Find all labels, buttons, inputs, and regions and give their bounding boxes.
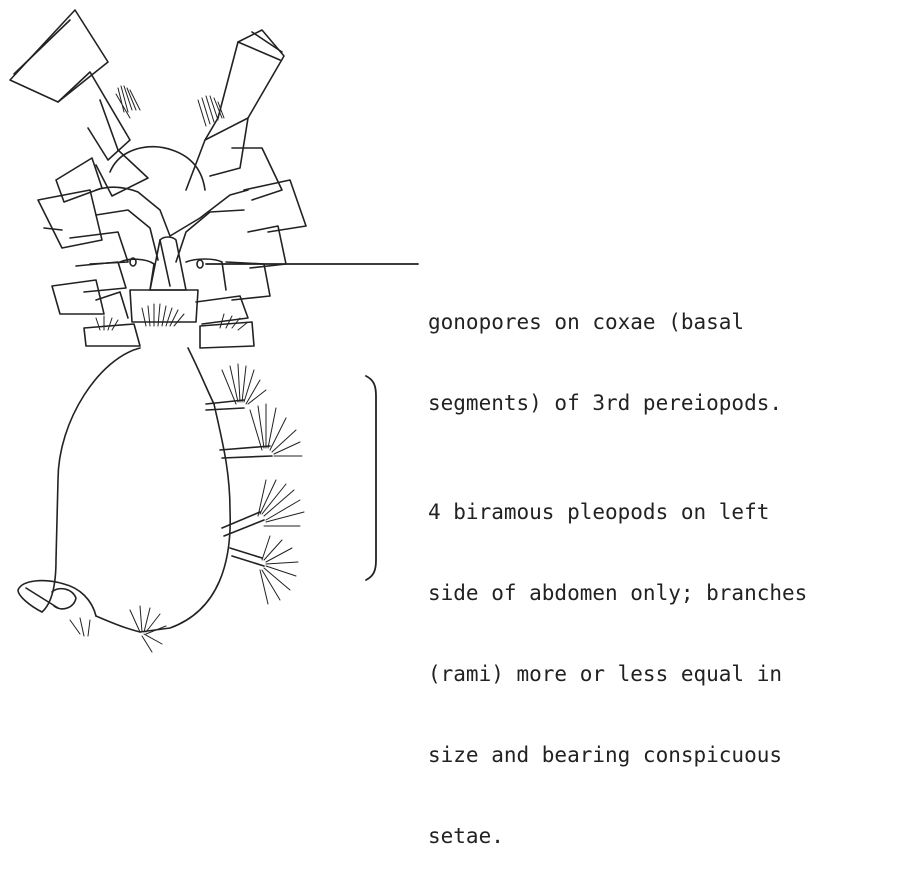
- left-pereiopods: [38, 158, 140, 346]
- abdomen: [18, 348, 230, 632]
- pleopod-annotation-line-3: (rami) more or less equal in: [428, 661, 807, 688]
- gonopore-annotation-line-2: segments) of 3rd pereiopods.: [428, 390, 782, 417]
- pleopods: [70, 364, 304, 652]
- telson-setae: [70, 606, 166, 652]
- pleopod-annotation-line-1: 4 biramous pleopods on left: [428, 499, 807, 526]
- pleopod-2: [220, 404, 302, 458]
- pleopod-3: [222, 480, 304, 536]
- right-gonopore: [197, 260, 203, 268]
- pleopod-annotation-line-5: setae.: [428, 823, 807, 850]
- left-cheliped-setae: [116, 86, 140, 118]
- gonopore-annotation-line-1: gonopores on coxae (basal: [428, 309, 782, 336]
- pleopod-annotation-line-2: side of abdomen only; branches: [428, 580, 807, 607]
- pleopod-annotation: 4 biramous pleopods on left side of abdo…: [428, 445, 807, 877]
- pleopod-4: [230, 536, 298, 604]
- pleopod-1: [206, 364, 266, 410]
- right-pereiopods: [196, 148, 306, 348]
- pleopod-bracket: [366, 376, 376, 580]
- thorax-setae: [96, 304, 248, 330]
- left-cheliped: [10, 10, 148, 196]
- gonopore-annotation: gonopores on coxae (basal segments) of 3…: [428, 255, 782, 444]
- pleopod-annotation-line-4: size and bearing conspicuous: [428, 742, 807, 769]
